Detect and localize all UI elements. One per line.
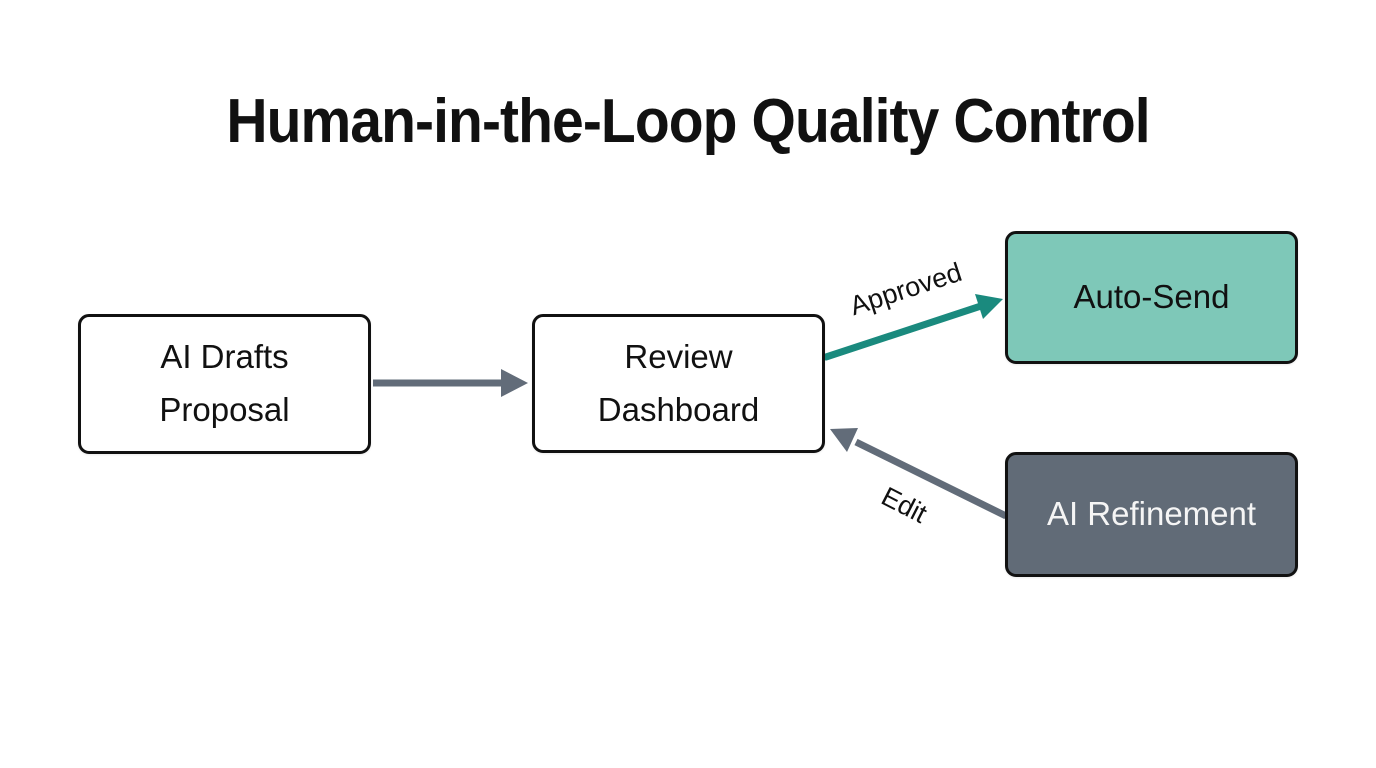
node-auto-send: Auto-Send bbox=[1005, 231, 1298, 364]
edge-label-approved: Approved bbox=[846, 256, 966, 322]
diagram-title: Human-in-the-Loop Quality Control bbox=[226, 87, 1150, 156]
edge-label-edit: Edit bbox=[876, 481, 932, 529]
arrowhead-review-to-autosend-icon bbox=[975, 294, 1003, 319]
node-ai-refinement: AI Refinement bbox=[1005, 452, 1298, 577]
arrowhead-refine-to-review-icon bbox=[830, 428, 858, 452]
node-ai-drafts-proposal: AI Drafts Proposal bbox=[78, 314, 371, 454]
node-review-dashboard: Review Dashboard bbox=[532, 314, 825, 453]
arrowhead-draft-to-review-icon bbox=[501, 369, 528, 397]
